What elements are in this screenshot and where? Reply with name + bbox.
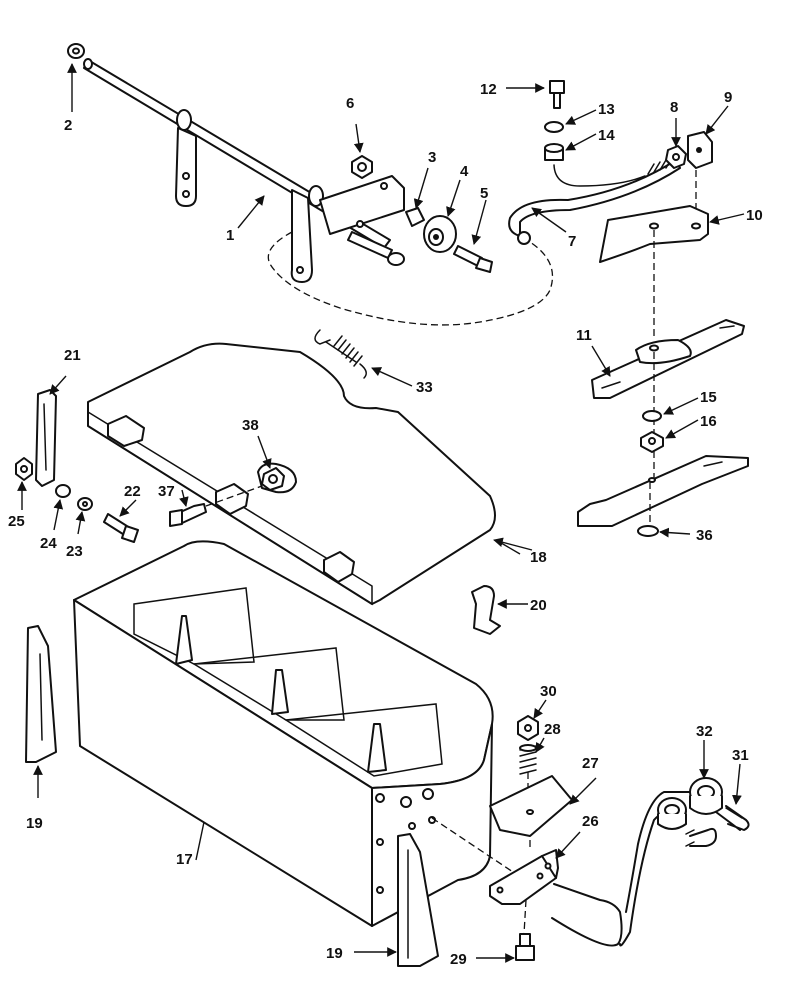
nut-24 (55, 484, 71, 498)
callout-22: 22 (124, 483, 141, 500)
callout-36: 36 (696, 527, 713, 544)
spring-33 (314, 329, 367, 379)
channel-27 (489, 775, 573, 837)
washer (387, 252, 405, 266)
callout-33: 33 (416, 379, 433, 396)
callout-6: 6 (346, 95, 354, 112)
box-17 (73, 540, 494, 927)
callout-23: 23 (66, 543, 83, 560)
callout-8: 8 (670, 99, 678, 116)
callout-21: 21 (64, 347, 81, 364)
callout-17: 17 (176, 851, 193, 868)
lid-hinge (107, 415, 145, 447)
shaft-plate (319, 175, 405, 235)
callout-14: 14 (598, 127, 615, 144)
linkage-assembly (508, 80, 749, 537)
callout-16: 16 (700, 413, 717, 430)
callout-19-left: 19 (26, 815, 43, 832)
callout-9: 9 (724, 89, 732, 106)
washer-36 (637, 525, 659, 537)
callout-15: 15 (700, 389, 717, 406)
ubolt-31 (689, 827, 717, 847)
washer-13 (544, 121, 564, 133)
callout-7: 7 (568, 233, 576, 250)
callout-1: 1 (226, 227, 234, 244)
bolt-29 (519, 933, 531, 947)
mount-32 (657, 777, 723, 830)
callout-38: 38 (242, 417, 259, 434)
callout-12: 12 (480, 81, 497, 98)
callout-labels: 1 2 3 4 5 6 7 8 9 10 11 12 13 14 15 16 1… (8, 81, 763, 968)
rod-7 (508, 159, 681, 237)
callout-37: 37 (158, 483, 175, 500)
lid-hinge (215, 483, 249, 515)
callout-25: 25 (8, 513, 25, 530)
spacer-3 (405, 207, 425, 227)
callout-20: 20 (530, 597, 547, 614)
bracket-21-assembly (15, 389, 207, 543)
base-bracket (577, 455, 749, 527)
callout-11: 11 (576, 327, 592, 344)
screw-12 (549, 80, 565, 94)
mount-assembly (431, 715, 750, 961)
shaft-assembly (67, 43, 554, 326)
callout-28: 28 (544, 721, 561, 738)
washer-15 (642, 410, 662, 422)
shaft-right-arm (290, 189, 313, 283)
bracket-21 (35, 389, 57, 487)
leader-lines (17, 63, 745, 963)
callout-3: 3 (428, 149, 436, 166)
callout-4: 4 (460, 163, 469, 180)
callout-26: 26 (582, 813, 599, 830)
callout-10: 10 (746, 207, 763, 224)
bracket-20 (471, 585, 501, 635)
ubolt-31 (715, 805, 750, 831)
lid-hinge (323, 551, 355, 583)
callout-5: 5 (480, 185, 488, 202)
callout-19-front: 19 (326, 945, 343, 962)
callout-24: 24 (40, 535, 57, 552)
callout-31: 31 (732, 747, 749, 764)
lid-18 (87, 342, 496, 606)
callout-30: 30 (540, 683, 557, 700)
callout-13: 13 (598, 101, 615, 118)
callout-29: 29 (450, 951, 467, 968)
shaft-left-arm (175, 127, 197, 207)
callout-32: 32 (696, 723, 713, 740)
callout-27: 27 (582, 755, 599, 772)
callout-2: 2 (64, 117, 72, 134)
callout-18: 18 (530, 549, 547, 566)
